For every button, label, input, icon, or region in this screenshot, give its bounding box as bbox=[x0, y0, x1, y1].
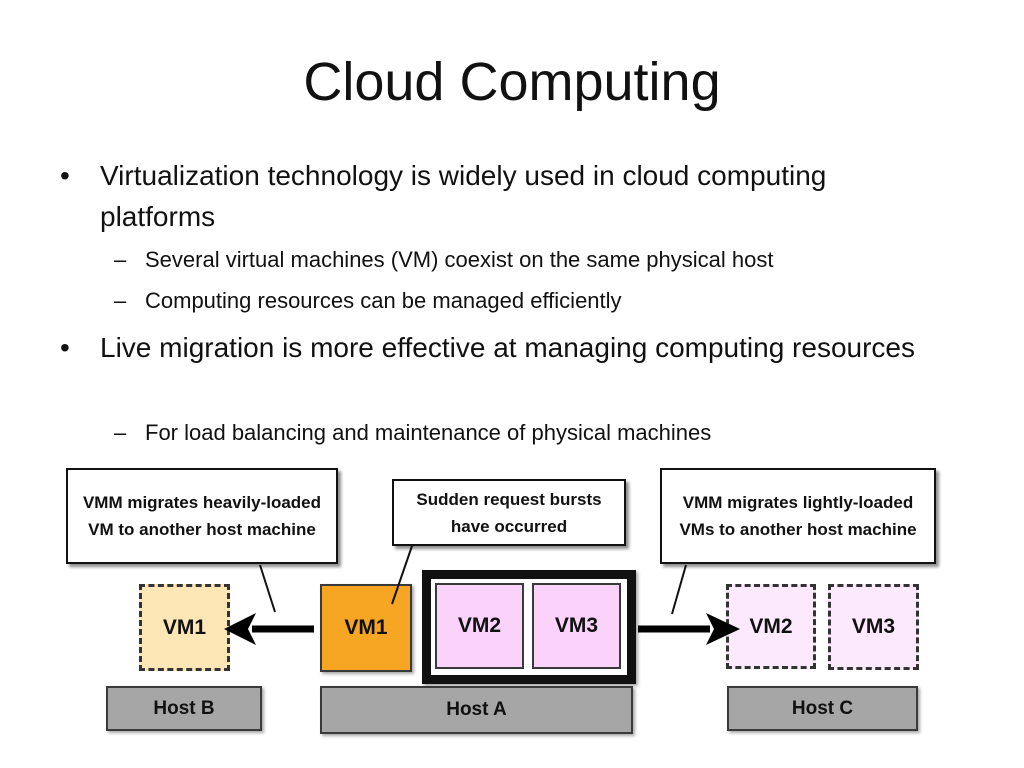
host-b: Host B bbox=[106, 686, 262, 731]
callout-pointer-heavy bbox=[259, 564, 276, 613]
arrow-right-icon bbox=[638, 613, 740, 645]
host-a: Host A bbox=[320, 686, 633, 734]
vm-box-hosta-vm3: VM3 bbox=[532, 583, 621, 669]
bullet-live-migration: • Live migration is more effective at ma… bbox=[60, 327, 940, 368]
sub-bullet-dash: – bbox=[114, 247, 127, 272]
vm-box-hosta-vm1: VM1 bbox=[320, 584, 412, 672]
bullet-text: Virtualization technology is widely used… bbox=[100, 160, 827, 232]
sub-bullet-coexist: – Several virtual machines (VM) coexist … bbox=[114, 245, 945, 275]
sub-bullet-text: Computing resources can be managed effic… bbox=[145, 288, 622, 313]
vm-box-hostb-vm1: VM1 bbox=[139, 584, 230, 671]
callout-pointer-burst bbox=[391, 545, 413, 605]
vm-box-hostc-vm3: VM3 bbox=[828, 584, 919, 670]
bullet-dot: • bbox=[60, 332, 70, 363]
bullet-text: Live migration is more effective at mana… bbox=[100, 332, 915, 363]
bullet-virtualization: • Virtualization technology is widely us… bbox=[60, 155, 940, 237]
vm-box-hostc-vm2: VM2 bbox=[726, 584, 816, 669]
sub-bullet-load-balancing: – For load balancing and maintenance of … bbox=[114, 418, 945, 448]
host-c: Host C bbox=[727, 686, 918, 731]
callout-light-migration: VMM migrates lightly-loaded VMs to anoth… bbox=[660, 468, 936, 564]
slide-title: Cloud Computing bbox=[303, 52, 721, 112]
callout-pointer-light bbox=[671, 564, 687, 615]
sub-bullet-dash: – bbox=[114, 420, 127, 445]
callout-request-bursts: Sudden request bursts have occurred bbox=[392, 479, 626, 546]
bullet-dot: • bbox=[60, 160, 70, 191]
vm-box-hosta-vm2: VM2 bbox=[435, 583, 524, 669]
sub-bullet-text: Several virtual machines (VM) coexist on… bbox=[145, 247, 774, 272]
sub-bullet-dash: – bbox=[114, 288, 127, 313]
sub-bullet-text: For load balancing and maintenance of ph… bbox=[145, 420, 712, 445]
sub-bullet-managed: – Computing resources can be managed eff… bbox=[114, 286, 945, 316]
arrow-left-icon bbox=[224, 613, 314, 645]
callout-heavy-migration: VMM migrates heavily-loaded VM to anothe… bbox=[66, 468, 338, 564]
